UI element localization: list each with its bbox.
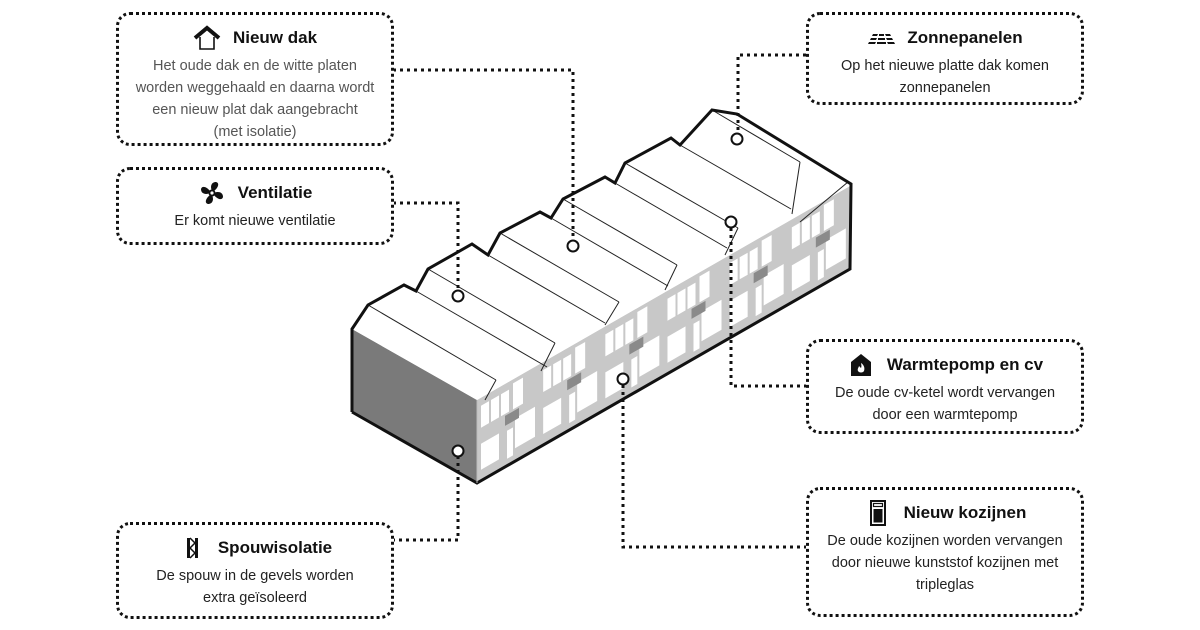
callout-title: Nieuw dak xyxy=(232,28,318,47)
window xyxy=(791,255,810,292)
door xyxy=(817,249,824,281)
window xyxy=(605,362,624,399)
callout-title: Warmtepomp en cv xyxy=(886,355,1044,374)
window xyxy=(811,211,820,238)
window xyxy=(639,335,660,377)
connector-zonnepanelen xyxy=(736,53,806,133)
window xyxy=(481,433,499,470)
window-frame-icon xyxy=(864,500,892,526)
door xyxy=(507,427,513,459)
window xyxy=(667,294,676,321)
window xyxy=(481,401,489,428)
marker-warmtepomp xyxy=(724,215,738,229)
callout-description: Er komt nieuwe ventilatie xyxy=(174,213,336,229)
callout-warmtepomp: Warmtepomp en cv De oude cv-ketel wordt … xyxy=(806,339,1084,434)
window xyxy=(763,264,784,306)
window xyxy=(791,222,800,250)
door xyxy=(569,391,576,424)
facade-windows xyxy=(481,199,846,470)
window xyxy=(667,326,686,363)
window xyxy=(699,270,710,303)
window xyxy=(637,306,648,339)
door xyxy=(755,284,762,317)
window xyxy=(563,353,572,381)
callout-description: De spouw in de gevels worden extra geïso… xyxy=(156,568,354,606)
window xyxy=(823,199,834,232)
callout-ventilatie: Ventilatie Er komt nieuwe ventilatie xyxy=(116,167,394,245)
marker-ventilatie xyxy=(451,289,465,303)
door xyxy=(631,356,638,388)
cavity-wall-icon xyxy=(178,535,206,561)
window xyxy=(491,395,499,422)
callout-description: De oude cv-ketel wordt vervangen door ee… xyxy=(834,385,1056,423)
marker-nieuw-dak xyxy=(566,239,580,253)
callout-description: Op het nieuwe platte dak komen zonnepane… xyxy=(841,58,1049,96)
window xyxy=(513,377,523,410)
house-flame-icon xyxy=(847,352,875,378)
window xyxy=(515,406,535,449)
window xyxy=(729,290,748,328)
window xyxy=(739,252,748,280)
fan-icon xyxy=(198,180,226,206)
solar-panels-icon xyxy=(867,25,896,51)
connector-ventilatie xyxy=(393,201,460,290)
balcony xyxy=(753,265,768,284)
connector-lines xyxy=(393,53,806,549)
callout-title: Nieuw kozijnen xyxy=(903,503,1027,522)
balcony xyxy=(691,300,706,319)
house-roof-icon xyxy=(193,25,221,51)
connector-kozijnen xyxy=(621,385,806,549)
window xyxy=(543,365,552,393)
roof xyxy=(352,110,851,400)
window xyxy=(575,341,586,374)
markers xyxy=(451,132,744,458)
balcony xyxy=(505,407,519,426)
window xyxy=(615,324,624,351)
callout-description: Het oude dak en de witte platen worden w… xyxy=(135,58,375,140)
callout-zonnepanelen: Zonnepanelen Op het nieuwe platte dak ko… xyxy=(806,12,1084,105)
marker-spouwisolatie xyxy=(451,444,465,458)
callout-title: Ventilatie xyxy=(237,183,313,202)
window xyxy=(825,228,846,270)
window xyxy=(605,329,614,357)
window xyxy=(761,234,772,267)
marker-kozijnen xyxy=(616,372,630,386)
window xyxy=(577,371,598,413)
window xyxy=(701,299,722,342)
window xyxy=(625,318,634,345)
callout-title: Spouwisolatie xyxy=(217,538,333,557)
callout-title: Zonnepanelen xyxy=(907,28,1023,47)
callout-nieuw-dak: Nieuw dak Het oude dak en de witte plate… xyxy=(116,12,394,146)
roof-panel-lines xyxy=(367,109,849,401)
window xyxy=(543,397,562,435)
window xyxy=(501,389,509,417)
balcony xyxy=(567,372,582,391)
marker-zonnepanelen xyxy=(730,132,744,146)
door xyxy=(693,320,700,352)
gable-wall xyxy=(352,329,477,483)
callout-kozijnen: Nieuw kozijnen De oude kozijnen worden v… xyxy=(806,487,1084,617)
balcony xyxy=(815,229,830,248)
callout-spouwisolatie: Spouwisolatie De spouw in de gevels word… xyxy=(116,522,394,619)
window xyxy=(749,246,758,274)
window xyxy=(687,282,696,310)
window xyxy=(553,359,562,387)
callout-description: De oude kozijnen worden vervangen door n… xyxy=(827,533,1063,593)
window xyxy=(801,217,810,244)
window xyxy=(677,288,686,315)
connector-spouwisolatie xyxy=(393,456,460,542)
building-outline xyxy=(350,108,853,485)
balcony xyxy=(629,336,644,355)
